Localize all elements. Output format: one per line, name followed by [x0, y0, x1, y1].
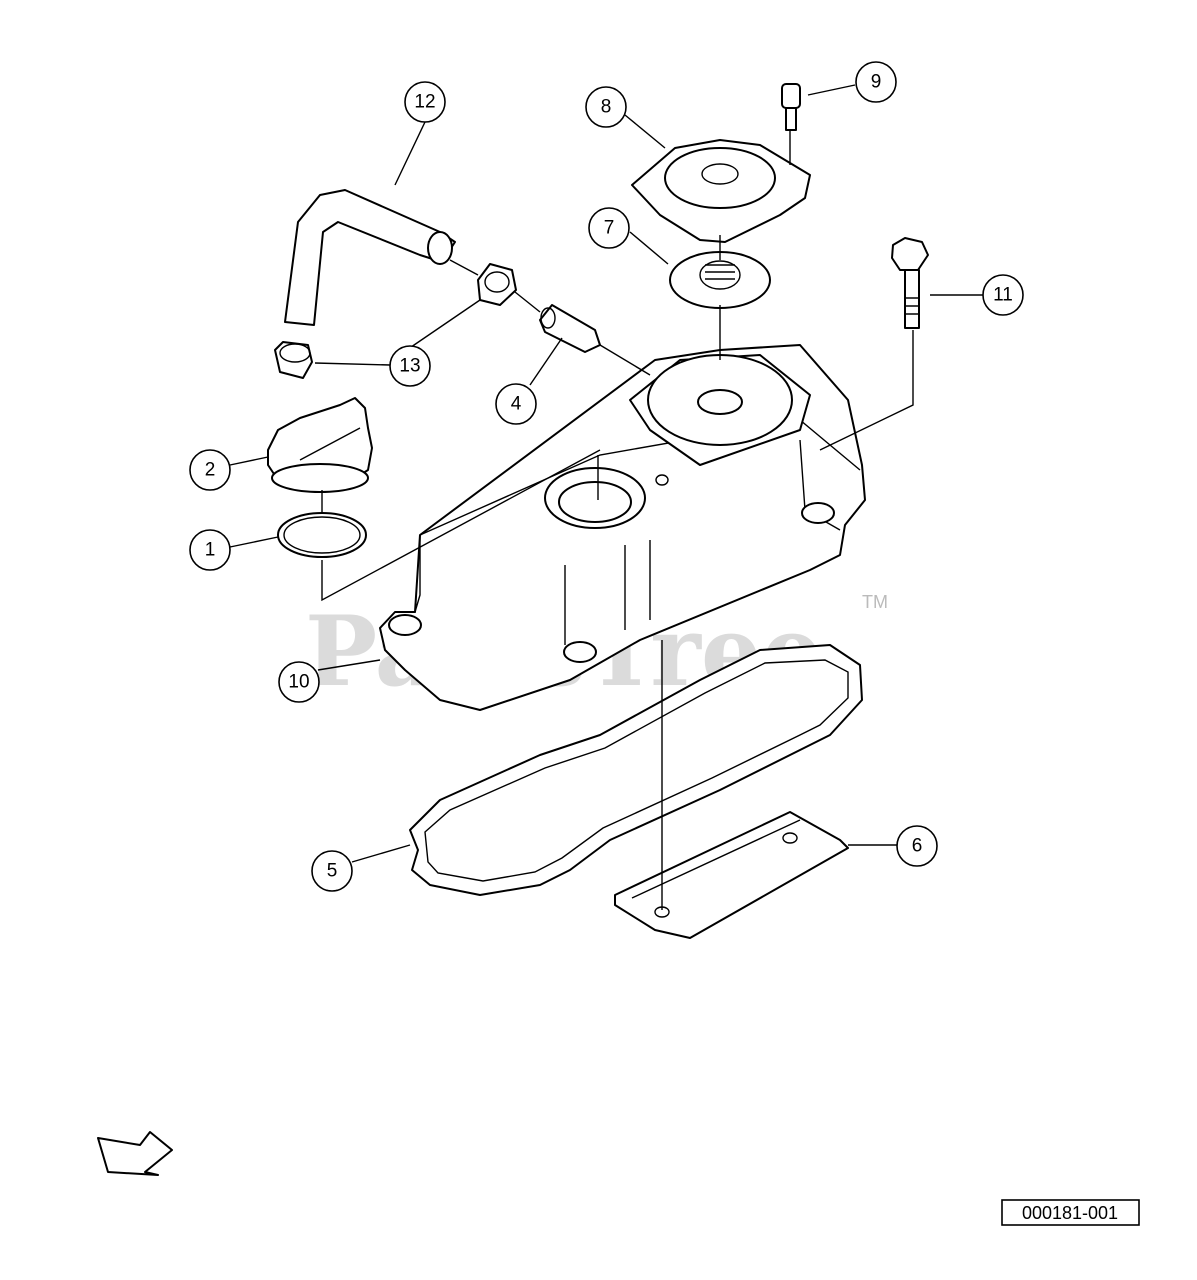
callout-11-label: 11: [993, 285, 1013, 306]
cover-screw: [781, 83, 801, 131]
callout-13-label: 13: [399, 356, 420, 377]
callout-2[interactable]: 2: [189, 449, 231, 491]
callout-9-label: 9: [871, 72, 882, 93]
assembly-lines: [321, 130, 914, 910]
breather-pipe: [539, 304, 601, 353]
callout-8-label: 8: [601, 97, 612, 118]
hose-clamps: [274, 263, 517, 379]
callout-6[interactable]: 6: [896, 825, 938, 867]
callout-4-label: 4: [511, 394, 522, 415]
breather-hose: [284, 189, 456, 326]
callout-12[interactable]: 12: [404, 81, 446, 123]
callout-10[interactable]: 10: [278, 661, 320, 703]
oil-cap: [267, 397, 373, 493]
breather-valve: [669, 251, 771, 309]
direction-arrow-icon: [97, 1131, 173, 1176]
breather-cover: [631, 139, 811, 243]
cover-gasket: [409, 644, 863, 896]
callout-5-label: 5: [327, 861, 338, 882]
valve-cover: [379, 344, 866, 711]
callout-12-label: 12: [414, 92, 435, 113]
flange-bolt: [891, 237, 929, 329]
callout-1-label: 1: [205, 540, 216, 561]
callout-8[interactable]: 8: [585, 86, 627, 128]
figure-id: 000181-001: [1001, 1199, 1140, 1226]
callout-11[interactable]: 11: [982, 274, 1024, 316]
callout-6-label: 6: [912, 836, 923, 857]
callout-1[interactable]: 1: [189, 529, 231, 571]
callout-5[interactable]: 5: [311, 850, 353, 892]
callout-7-label: 7: [604, 218, 615, 239]
figure-id-text: 000181-001: [1022, 1203, 1118, 1223]
baffle-plate: [614, 811, 849, 939]
callout-13[interactable]: 13: [389, 345, 431, 387]
callout-4[interactable]: 4: [495, 383, 537, 425]
watermark-tm: TM: [862, 592, 888, 612]
callout-10-label: 10: [288, 672, 309, 693]
callout-2-label: 2: [205, 460, 216, 481]
callout-7[interactable]: 7: [588, 207, 630, 249]
o-ring: [277, 512, 367, 558]
callout-9[interactable]: 9: [855, 61, 897, 103]
